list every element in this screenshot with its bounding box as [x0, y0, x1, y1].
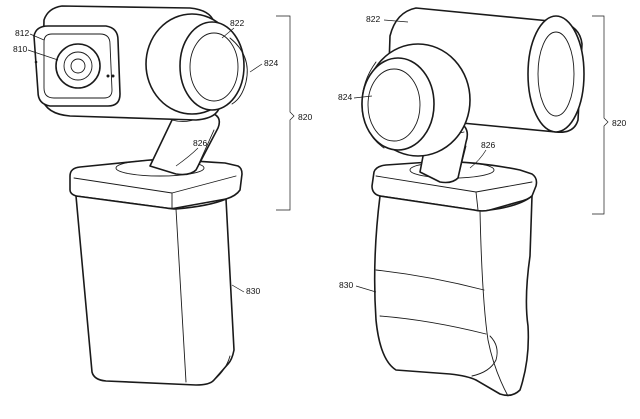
left-base-housing: [69, 159, 243, 386]
left-label-822: 822: [230, 18, 244, 28]
left-label-826: 826: [193, 138, 207, 148]
right-labels: 822 824 826 830 820: [338, 14, 626, 293]
left-label-812: 812: [15, 28, 29, 38]
right-base-housing: [371, 160, 538, 397]
left-label-830: 830: [246, 286, 260, 296]
right-label-824: 824: [338, 92, 352, 102]
left-label-820: 820: [298, 112, 312, 122]
left-camera-body: [33, 5, 248, 121]
right-label-822: 822: [366, 14, 380, 24]
left-labels: 812 810 822 824 826 830 820: [13, 15, 312, 296]
right-camera-view: 822 824 826 830 820: [338, 7, 626, 397]
right-camera-body: [361, 7, 585, 157]
left-camera-view: 812 810 822 824 826 830 820: [13, 5, 312, 386]
right-label-820: 820: [612, 118, 626, 128]
right-label-830: 830: [339, 280, 353, 290]
right-label-826: 826: [481, 140, 495, 150]
left-label-824: 824: [264, 58, 278, 68]
left-label-810: 810: [13, 44, 27, 54]
